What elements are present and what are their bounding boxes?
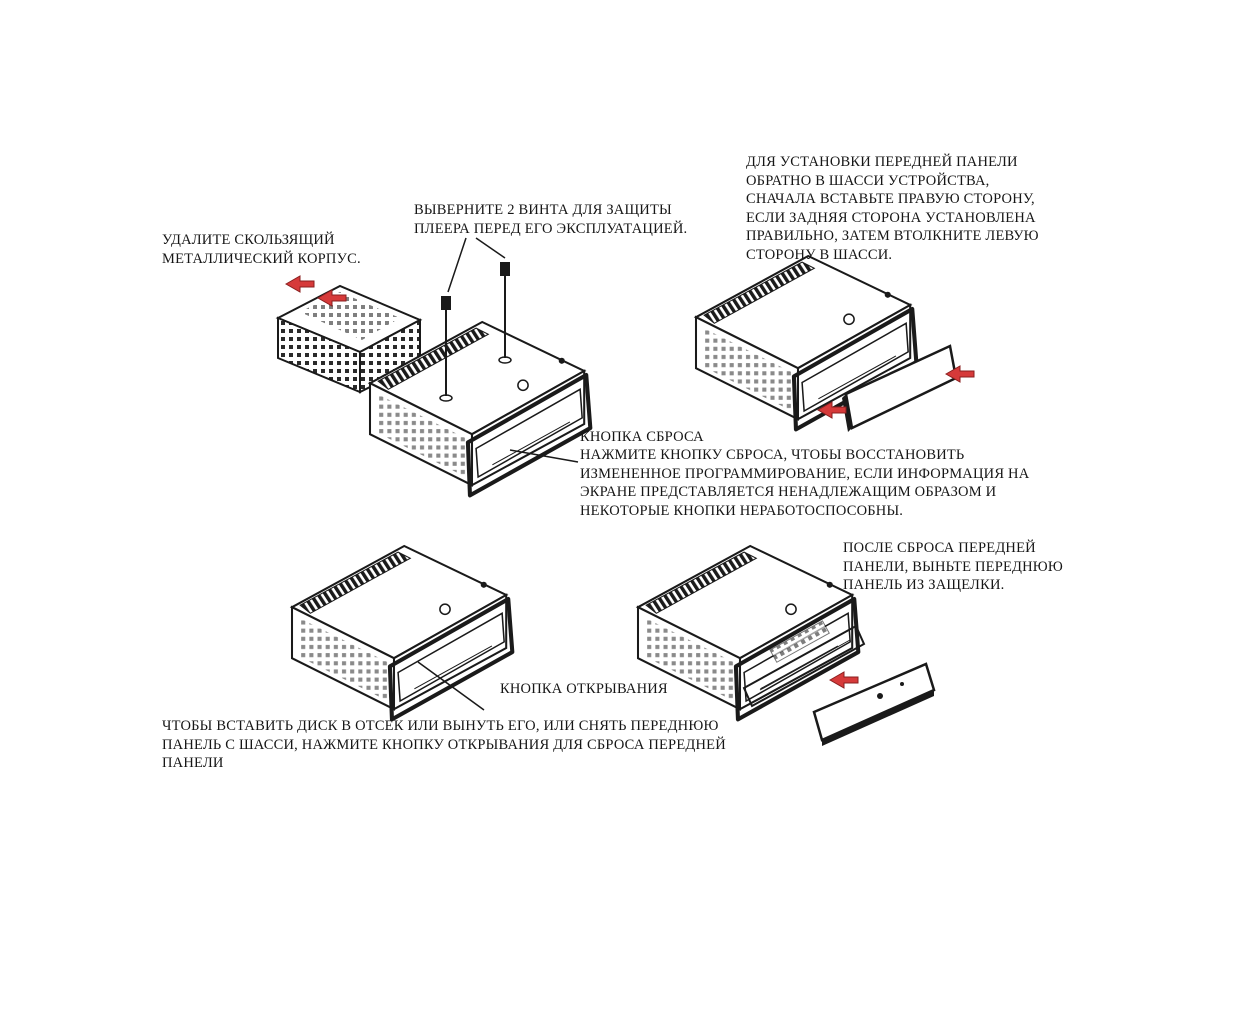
leader-line	[417, 661, 485, 711]
caption-install-front-panel: ДЛЯ УСТАНОВКИ ПЕРЕДНЕЙ ПАНЕЛИ ОБРАТНО В …	[746, 154, 1039, 263]
caption-remove-screws: ВЫВЕРНИТЕ 2 ВИНТА ДЛЯ ЗАЩИТЫ ПЛЕЕРА ПЕРЕ…	[414, 202, 688, 237]
caption-reset-title: КНОПКА СБРОСА	[580, 429, 704, 445]
sleeve-illustration	[275, 284, 423, 394]
car-radio-illustration	[292, 546, 512, 719]
caption-release-button: КНОПКА ОТКРЫВАНИЯ	[500, 681, 668, 697]
red-arrow-icon	[829, 671, 859, 689]
caption-remove-sleeve: УДАЛИТЕ СКОЛЬЗЯЩИЙ МЕТАЛЛИЧЕСКИЙ КОРПУС.	[162, 232, 361, 267]
caption-insert-disc: ЧТОБЫ ВСТАВИТЬ ДИСК В ОТСЕК ИЛИ ВЫНУТЬ Е…	[162, 718, 726, 771]
screw-icon	[498, 262, 512, 364]
red-arrow-icon	[285, 275, 315, 293]
caption-reset-text: НАЖМИТЕ КНОПКУ СБРОСА, ЧТОБЫ ВОССТАНОВИТ…	[580, 447, 1030, 519]
caption-after-reset: ПОСЛЕ СБРОСА ПЕРЕДНЕЙ ПАНЕЛИ, ВЫНЬТЕ ПЕР…	[843, 540, 1064, 593]
front-panel-illustration	[812, 662, 936, 746]
screw-icon	[439, 296, 453, 402]
leader-line	[447, 237, 579, 463]
open-chassis-illustration	[742, 620, 866, 708]
